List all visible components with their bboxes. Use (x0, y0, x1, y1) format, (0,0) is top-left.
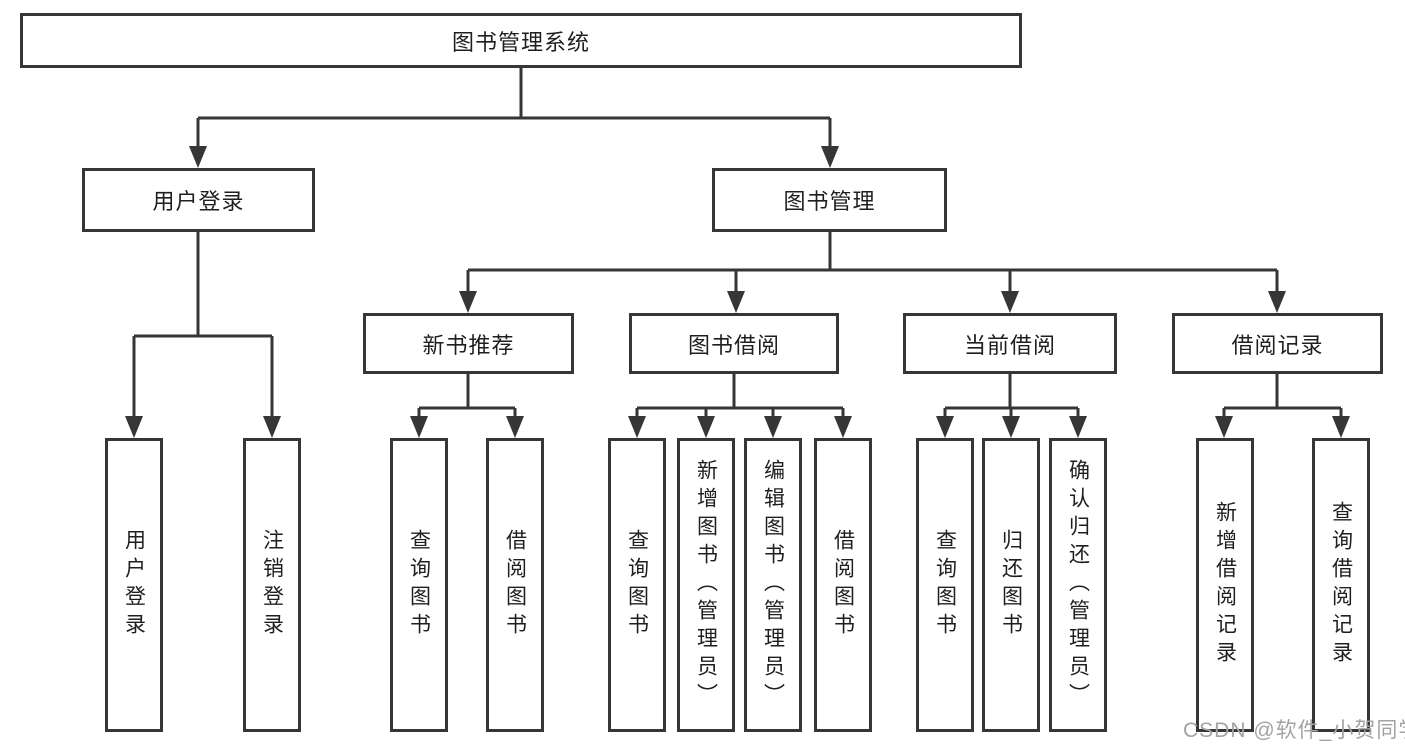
leaf-record-add-record: 新增借阅记录 (1196, 438, 1254, 732)
node-label: 用户登录 (122, 529, 146, 641)
node-borrow-record: 借阅记录 (1172, 313, 1383, 374)
node-label: 图书管理 (783, 189, 876, 214)
node-label: 查询图书 (407, 529, 431, 641)
leaf-borrow-add-book-admin: 新增图书（管理员） (677, 438, 735, 732)
node-label: 归还图书 (999, 529, 1023, 641)
leaf-current-confirm-return-admin: 确认归还（管理员） (1049, 438, 1107, 732)
leaf-recommend-borrow-book: 借阅图书 (486, 438, 544, 732)
arrowheads (125, 146, 1350, 438)
node-label: 新书推荐 (422, 332, 515, 358)
leaf-logout: 注销登录 (243, 438, 301, 732)
node-label: 查询图书 (625, 529, 649, 641)
node-user-login: 用户登录 (82, 168, 315, 232)
leaf-current-query-book: 查询图书 (916, 438, 974, 732)
node-label: 编辑图书（管理员） (761, 459, 785, 711)
node-label: 注销登录 (260, 529, 284, 641)
leaf-borrow-borrow-book: 借阅图书 (814, 438, 872, 732)
node-label: 确认归还（管理员） (1066, 459, 1090, 711)
leaf-record-query-record: 查询借阅记录 (1312, 438, 1370, 732)
csdn-watermark: CSDN @软件_小贺同学 (1183, 719, 1405, 742)
leaf-user-login: 用户登录 (105, 438, 163, 732)
node-book-management: 图书管理 (712, 168, 947, 232)
node-root-system: 图书管理系统 (20, 13, 1022, 68)
node-label: 查询图书 (933, 529, 957, 641)
node-label: 新增图书（管理员） (694, 459, 718, 711)
node-label: 新增借阅记录 (1213, 501, 1237, 669)
node-book-borrow: 图书借阅 (629, 313, 839, 374)
node-label: 图书借阅 (687, 332, 780, 358)
leaf-recommend-query-book: 查询图书 (390, 438, 448, 732)
node-new-book-recommend: 新书推荐 (363, 313, 574, 374)
node-label: 当前借阅 (963, 332, 1056, 358)
node-label: 查询借阅记录 (1329, 501, 1353, 669)
leaf-borrow-query-book: 查询图书 (608, 438, 666, 732)
leaf-borrow-edit-book-admin: 编辑图书（管理员） (744, 438, 802, 732)
node-label: 图书管理系统 (451, 29, 590, 55)
node-current-borrow: 当前借阅 (903, 313, 1117, 374)
node-label: 用户登录 (152, 189, 245, 214)
leaf-current-return-book: 归还图书 (982, 438, 1040, 732)
node-label: 借阅记录 (1231, 332, 1324, 358)
node-label: 借阅图书 (503, 529, 527, 641)
node-label: 借阅图书 (831, 529, 855, 641)
